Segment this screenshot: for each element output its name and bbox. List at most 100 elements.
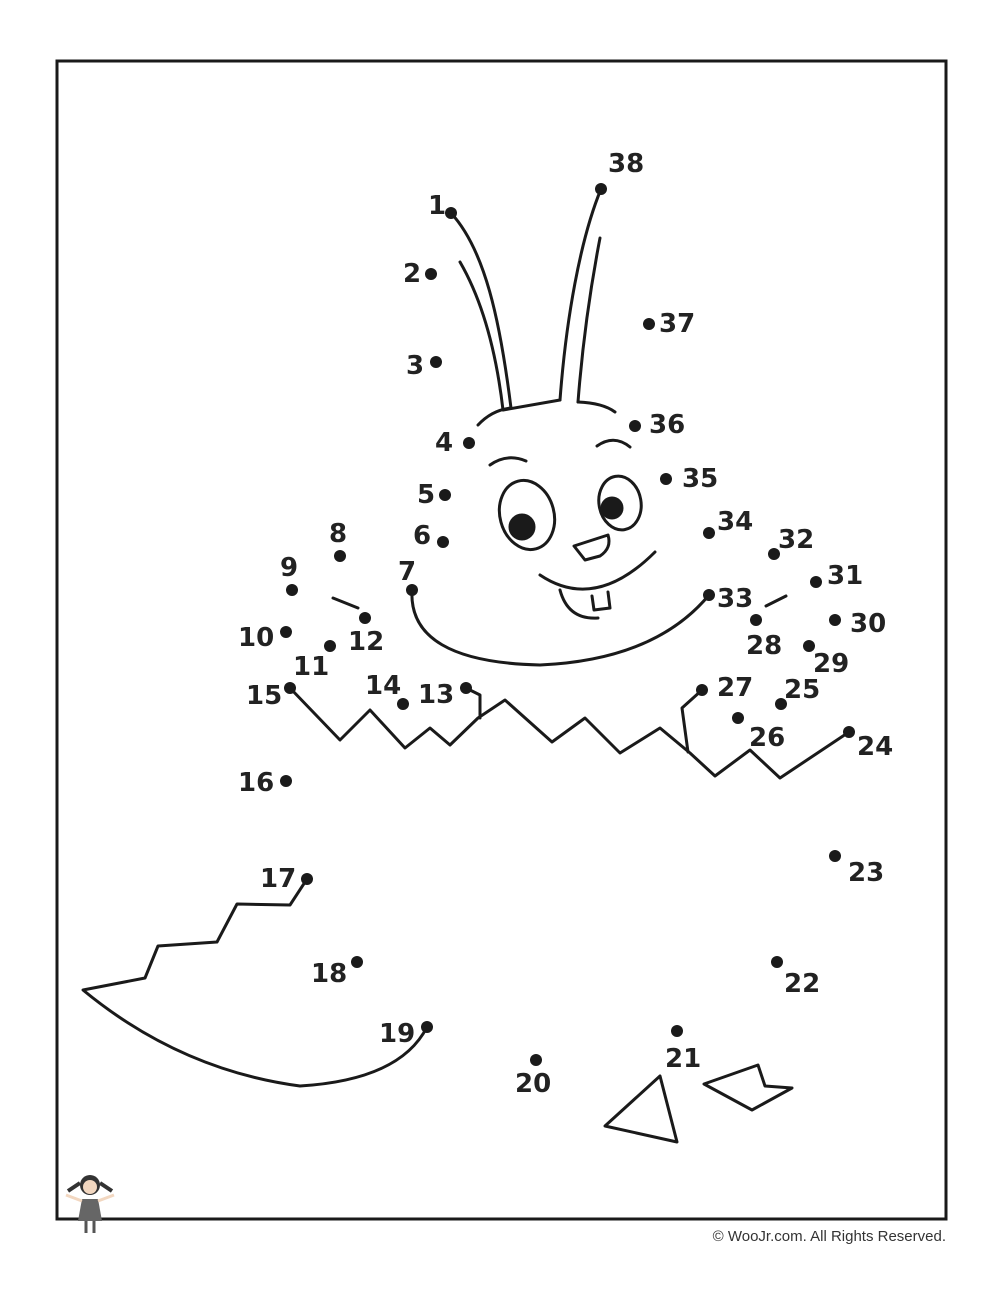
dot-number: 27 <box>717 673 753 703</box>
dot-marker <box>301 873 313 885</box>
right-pupil <box>600 496 624 520</box>
left-ear-outer <box>449 211 513 410</box>
teeth <box>590 590 612 612</box>
dot-marker <box>629 420 641 432</box>
dot-3: 3 <box>406 351 442 381</box>
dot-18: 18 <box>311 956 363 989</box>
dot-4: 4 <box>435 428 475 458</box>
dot-29: 29 <box>803 640 849 679</box>
dot-number: 34 <box>717 507 753 537</box>
right-cheek <box>764 594 788 608</box>
dot-23: 23 <box>829 850 884 888</box>
dot-marker <box>280 626 292 638</box>
dot-number: 26 <box>749 723 785 753</box>
dot-marker <box>643 318 655 330</box>
dot-number: 22 <box>784 969 820 999</box>
dot-16: 16 <box>238 768 292 798</box>
dot-number: 11 <box>293 652 329 682</box>
left-ear-inner <box>458 260 505 412</box>
dot-marker <box>421 1021 433 1033</box>
dot-number: 30 <box>850 609 886 639</box>
dot-6: 6 <box>413 521 449 551</box>
dot-marker <box>732 712 744 724</box>
dot-marker <box>351 956 363 968</box>
dot-number: 25 <box>784 675 820 705</box>
dot-number: 17 <box>260 864 296 894</box>
dot-32: 32 <box>768 525 814 560</box>
left-pupil <box>508 513 536 541</box>
dot-number: 37 <box>659 309 695 339</box>
dot-21: 21 <box>665 1025 701 1074</box>
eggshell-shard-2 <box>702 1063 794 1112</box>
page-border <box>55 59 948 1221</box>
dot-number: 15 <box>246 681 282 711</box>
dot-9: 9 <box>280 553 298 596</box>
dot-number: 10 <box>238 623 274 653</box>
dot-22: 22 <box>771 956 820 999</box>
dot-38: 38 <box>595 149 644 195</box>
dot-number: 21 <box>665 1044 701 1074</box>
eggshell-shard-1 <box>603 1074 679 1144</box>
dot-number: 6 <box>413 521 431 551</box>
dot-marker <box>430 356 442 368</box>
dot-number: 1 <box>428 191 446 221</box>
dot-14: 14 <box>365 671 409 710</box>
dot-number: 3 <box>406 351 424 381</box>
mouth <box>538 550 657 591</box>
dot-35: 35 <box>660 464 718 494</box>
dot-marker <box>703 527 715 539</box>
dot-number: 2 <box>403 259 421 289</box>
right-eyebrow <box>595 438 632 449</box>
dot-12: 12 <box>348 612 384 657</box>
dot-number: 4 <box>435 428 453 458</box>
grass-stalk-right <box>680 688 704 754</box>
dot-20: 20 <box>515 1054 551 1099</box>
dot-number: 20 <box>515 1069 551 1099</box>
dot-8: 8 <box>329 519 347 562</box>
dot-number: 35 <box>682 464 718 494</box>
dot-marker <box>397 698 409 710</box>
dot-marker <box>324 640 336 652</box>
dot-number: 24 <box>857 732 893 762</box>
right-ear-outer <box>558 187 603 402</box>
dot-marker <box>768 548 780 560</box>
dot-marker <box>284 682 296 694</box>
dot-27: 27 <box>696 673 753 703</box>
right-eye <box>597 474 643 532</box>
dot-marker <box>437 536 449 548</box>
nose <box>572 533 611 562</box>
grass-zigzag <box>288 686 851 780</box>
dot-marker <box>671 1025 683 1037</box>
dot-number: 14 <box>365 671 401 701</box>
dot-26: 26 <box>732 712 785 753</box>
dot-marker <box>771 956 783 968</box>
left-cheek <box>331 596 360 610</box>
left-eye <box>497 478 557 552</box>
dot-19: 19 <box>379 1019 433 1049</box>
tongue <box>558 588 600 620</box>
dot-marker <box>829 850 841 862</box>
dot-marker <box>750 614 762 626</box>
dot-number: 19 <box>379 1019 415 1049</box>
dot-24: 24 <box>843 726 893 762</box>
dot-number: 38 <box>608 149 644 179</box>
dot-33: 33 <box>703 584 753 614</box>
dot-15: 15 <box>246 681 296 711</box>
dot-7: 7 <box>398 557 418 596</box>
dot-marker <box>660 473 672 485</box>
dot-30: 30 <box>829 609 886 639</box>
dot-17: 17 <box>260 864 313 894</box>
dot-marker <box>280 775 292 787</box>
dot-marker <box>829 614 841 626</box>
dot-number: 8 <box>329 519 347 549</box>
dot-34: 34 <box>703 507 753 539</box>
bunny-drawing <box>81 187 851 1144</box>
dot-number: 18 <box>311 959 347 989</box>
dot-marker <box>439 489 451 501</box>
dot-marker <box>775 698 787 710</box>
dot-marker <box>703 589 715 601</box>
dot-36: 36 <box>629 410 685 440</box>
eggshell-left <box>81 877 429 1088</box>
dot-number: 16 <box>238 768 274 798</box>
